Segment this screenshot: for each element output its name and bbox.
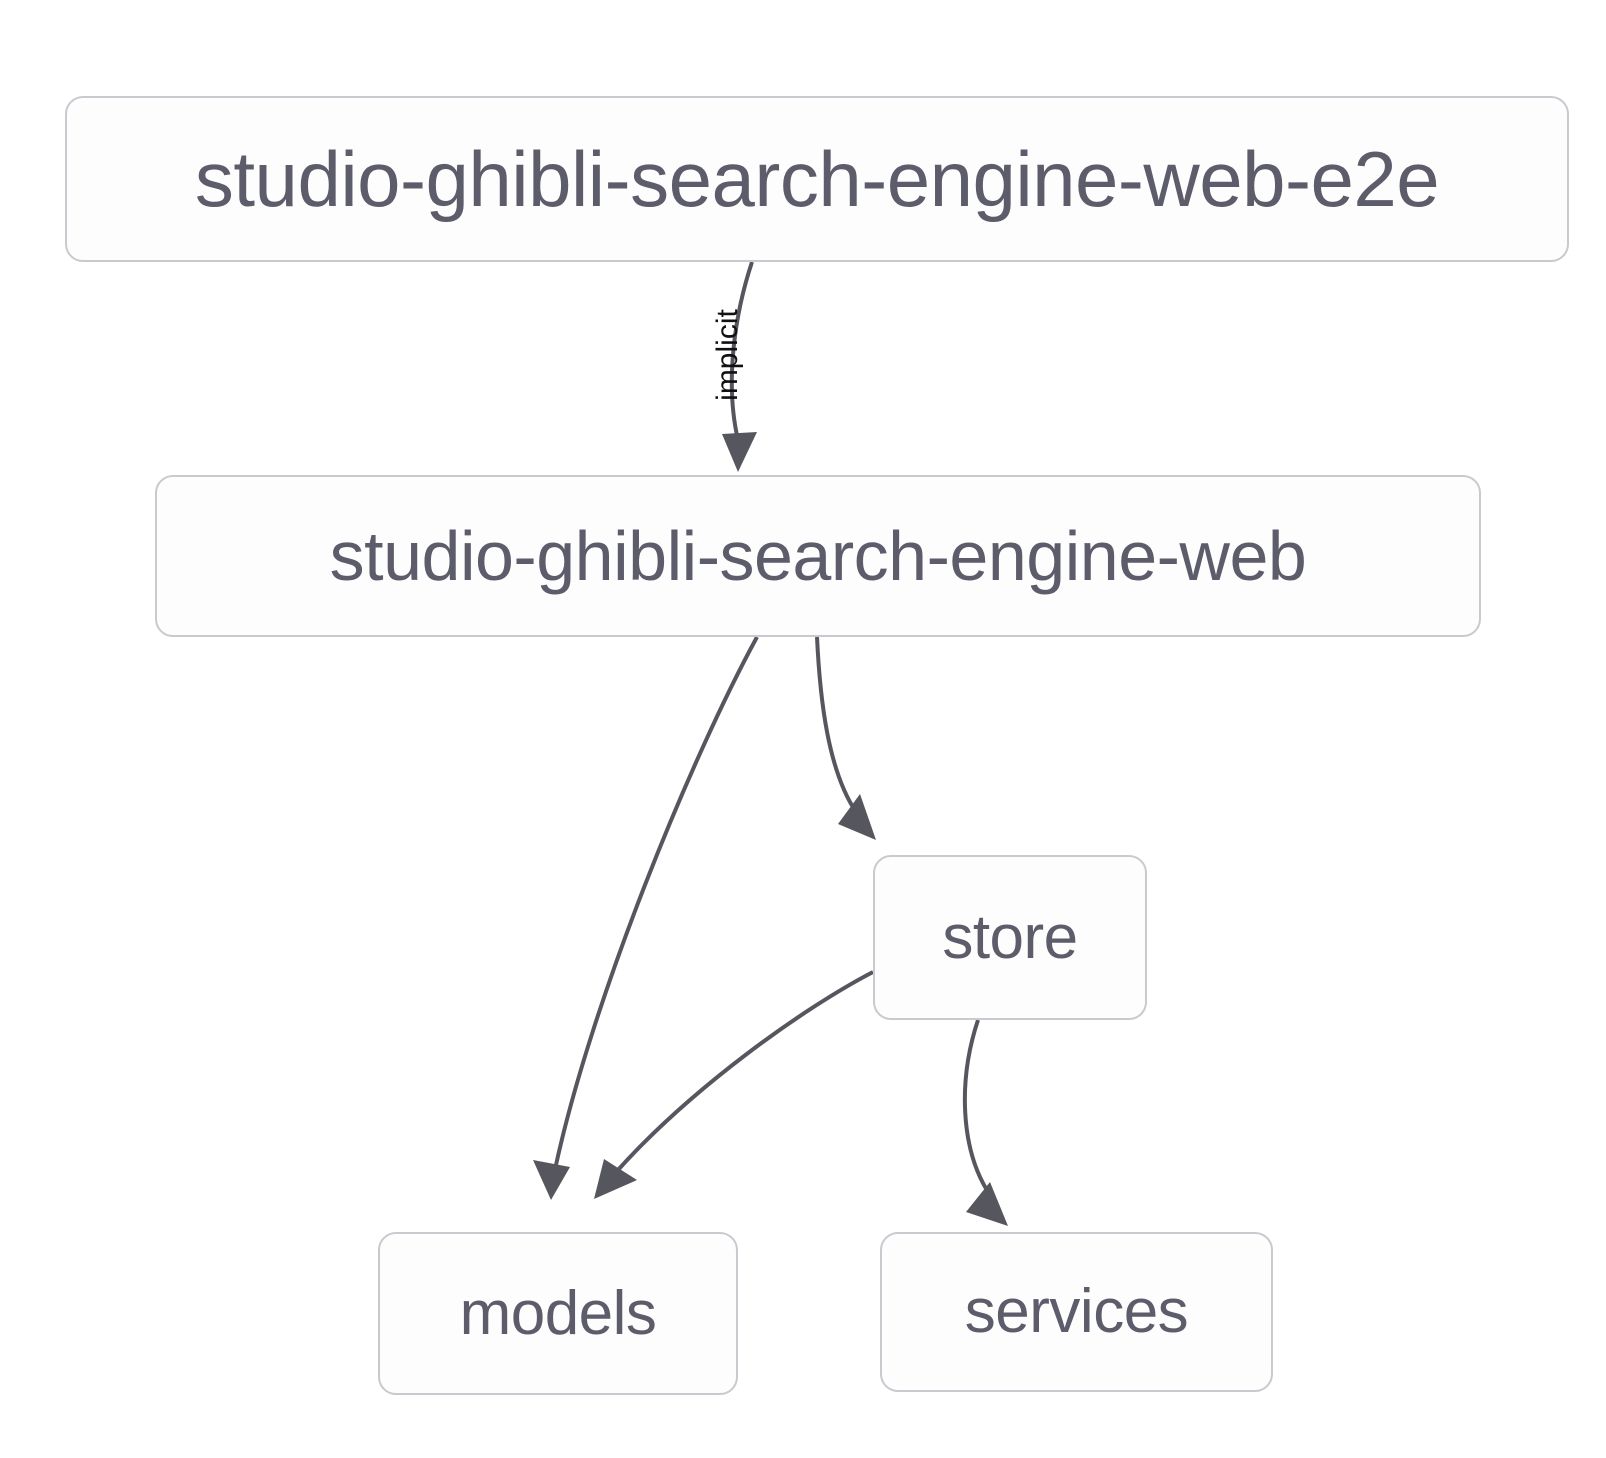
- node-label: store: [942, 902, 1078, 972]
- node-label: services: [964, 1277, 1189, 1346]
- edge-store-to-models: [594, 970, 874, 1199]
- node-label: studio-ghibli-search-engine-web-e2e: [194, 135, 1440, 223]
- edge-label-implicit: implicit: [711, 309, 744, 401]
- node-studio-ghibli-search-engine-web-e2e[interactable]: studio-ghibli-search-engine-web-e2e: [65, 96, 1569, 262]
- edge-web-to-store: [815, 636, 876, 840]
- edge-store-to-services: [962, 1019, 1008, 1226]
- node-label: models: [459, 1278, 657, 1348]
- node-studio-ghibli-search-engine-web[interactable]: studio-ghibli-search-engine-web: [155, 475, 1481, 637]
- node-label: studio-ghibli-search-engine-web: [329, 517, 1307, 595]
- node-models[interactable]: models: [378, 1232, 738, 1395]
- node-store[interactable]: store: [873, 855, 1147, 1020]
- edge-web-to-models: [533, 636, 759, 1200]
- node-services[interactable]: services: [880, 1232, 1273, 1392]
